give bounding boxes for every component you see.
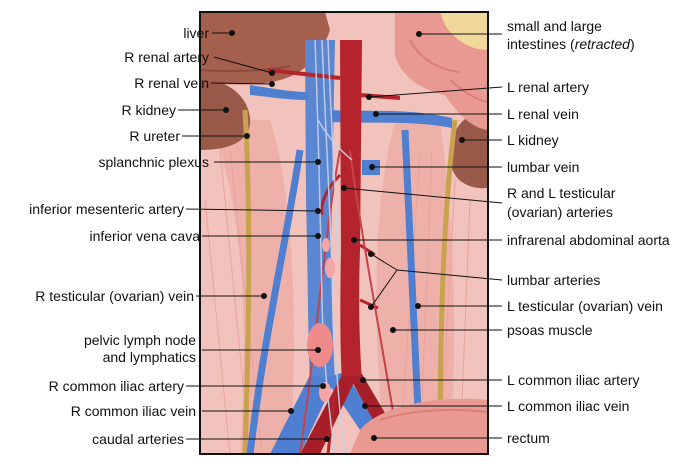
illustration-body (200, 12, 488, 454)
label-inferior-mesenteric-artery: inferior mesenteric artery (29, 201, 184, 217)
r-testicular-vein-shape (246, 149, 304, 454)
label-l-renal-artery: L renal artery (507, 79, 589, 95)
label-intestines-line1: small and large (507, 18, 602, 34)
label-testicular-arteries-line2: (ovarian) arteries (507, 204, 613, 220)
label-psoas-muscle: psoas muscle (507, 322, 593, 338)
left-leader-lines (178, 32, 327, 440)
mesentery-fat (440, 12, 488, 50)
splanchnic-plexus-shape (314, 39, 353, 454)
l-ureter-shape (437, 119, 458, 454)
label-r-common-iliac-artery: R common iliac artery (48, 378, 184, 394)
l-testicular-artery-shape (349, 149, 401, 454)
label-testicular-arteries-line1: R and L testicular (507, 185, 616, 201)
r-common-iliac-vein-shape (270, 375, 335, 454)
label-r-ureter: R ureter (129, 128, 180, 144)
aorta-shape (340, 40, 362, 380)
lymph-node-small-1 (325, 258, 335, 278)
lymph-node-small-2 (322, 238, 330, 252)
label-r-renal-vein: R renal vein (134, 75, 209, 91)
label-caudal-arteries: caudal arteries (92, 431, 184, 447)
r-ureter-shape (242, 109, 252, 454)
label-r-testicular-vein: R testicular (ovarian) vein (35, 288, 194, 304)
label-lumbar-vein: lumbar vein (507, 159, 580, 175)
label-rectum: rectum (507, 430, 550, 446)
r-renal-vein-shape (250, 85, 308, 100)
label-infrarenal-aorta: infrarenal abdominal aorta (507, 232, 670, 248)
inferior-mesenteric-artery-shape (320, 173, 342, 216)
label-l-kidney: L kidney (507, 132, 559, 148)
label-inferior-vena-cava: inferior vena cava (89, 228, 200, 244)
caudal-artery-shape (326, 389, 337, 454)
label-r-common-iliac-vein: R common iliac vein (70, 403, 196, 419)
r-psoas-muscle (210, 120, 294, 454)
label-l-renal-vein: L renal vein (507, 106, 579, 122)
label-pelvic-lymphatics: and lymphatics (102, 349, 196, 365)
label-r-kidney: R kidney (121, 102, 176, 118)
label-r-renal-artery: R renal artery (124, 49, 209, 65)
label-intestines-line2: intestines (retracted) (507, 36, 635, 52)
label-splanchnic-plexus: splanchnic plexus (98, 154, 209, 170)
left-leader-dots (223, 30, 330, 442)
rectum-shape (350, 398, 488, 454)
label-lumbar-arteries: lumbar arteries (507, 272, 601, 288)
label-l-common-iliac-artery: L common iliac artery (507, 372, 640, 388)
l-kidney-shape (449, 110, 488, 189)
r-kidney-shape (200, 79, 251, 150)
label-liver: liver (183, 25, 209, 41)
right-leader-lines (343, 33, 503, 439)
right-leader-dots (341, 31, 465, 441)
r-common-iliac-artery-shape (300, 375, 356, 454)
r-renal-artery-shape (267, 68, 341, 80)
pelvic-lymph-node-shape (307, 323, 333, 367)
illustration-frame (199, 11, 489, 455)
label-l-testicular-vein: L testicular (ovarian) vein (507, 298, 663, 314)
label-pelvic-lymph-node: pelvic lymph node (83, 332, 196, 348)
label-l-common-iliac-vein: L common iliac vein (507, 398, 630, 414)
